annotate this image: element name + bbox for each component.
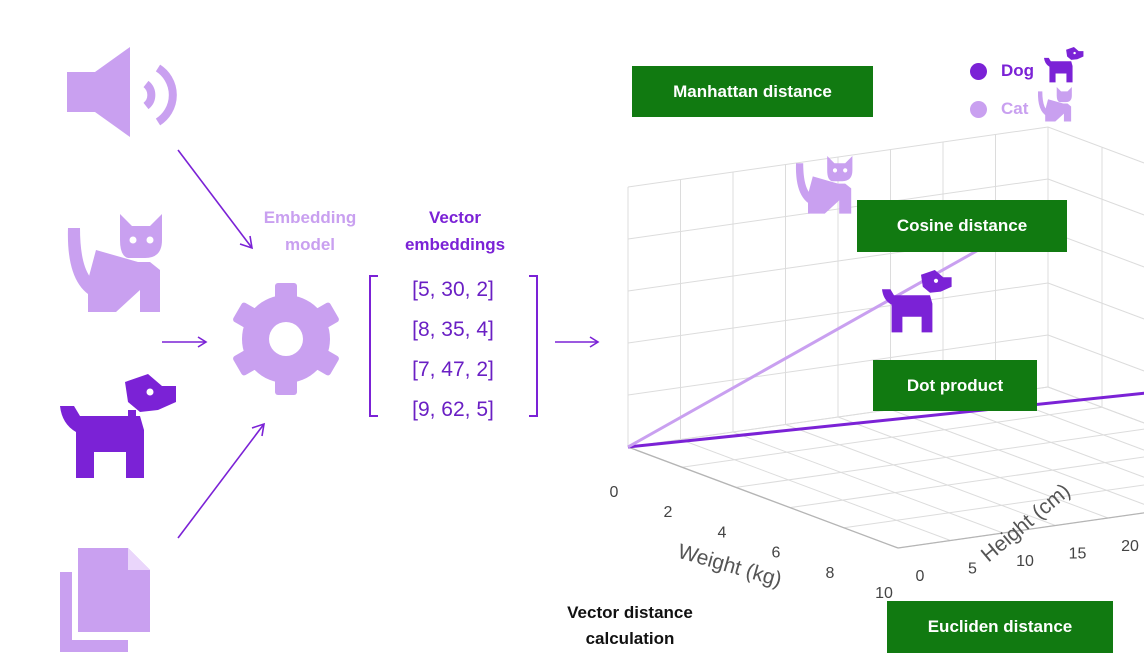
y-tick-label: 15: [1069, 546, 1087, 563]
legend-dog-label: Dog: [1001, 61, 1035, 80]
dog-figure-icon: [882, 270, 952, 333]
grid-line: [1047, 282, 1144, 320]
grid-line: [837, 416, 1109, 519]
cat-icon: [67, 214, 162, 312]
grid-line: [1047, 178, 1144, 216]
vector-distance-calculation-label: Vector distance calculation: [540, 600, 720, 652]
x-axis-line: [627, 446, 899, 549]
calc-label-line2: calculation: [585, 629, 675, 648]
x-tick-label: 8: [826, 565, 835, 582]
dog-small-icon: [1044, 47, 1084, 83]
vector-embeddings-label: Vector embeddings: [385, 204, 525, 258]
grid-line: [789, 456, 1144, 509]
x-axis-label: Weight (kg): [675, 540, 784, 592]
y-axis-line: [897, 512, 1144, 549]
vector-arrow-dog: [627, 391, 1144, 449]
vector-item: [8, 35, 4]: [412, 318, 494, 341]
speaker-icon: [67, 47, 177, 137]
cosine-distance-box: Cosine distance: [857, 200, 1067, 252]
vector-item: [5, 30, 2]: [412, 278, 494, 301]
dog-marker-icon: [970, 62, 987, 80]
pipeline-diagram: [60, 47, 600, 652]
grid-line: [680, 439, 951, 541]
gear-icon: [233, 283, 339, 395]
legend-item-dog: Dog: [970, 47, 1086, 84]
embedding-model-label: Embedding model: [250, 204, 370, 258]
grid-line: [1047, 126, 1144, 164]
y-tick-label: 10: [1016, 553, 1034, 570]
x-tick-label: 10: [875, 585, 893, 602]
dog-icon: [60, 374, 176, 478]
grid-line: [890, 409, 1144, 505]
grid-line: [1047, 230, 1144, 268]
cat-figure-icon: [795, 156, 853, 214]
embedding-model-label-line1: Embedding: [263, 208, 357, 227]
chart-grid: [627, 126, 1144, 549]
vector-brackets: [369, 275, 538, 417]
grid-line: [1047, 334, 1144, 372]
y-tick-label: 20: [1121, 538, 1139, 555]
grid-line: [785, 424, 1056, 526]
vector-item: [9, 62, 5]: [412, 398, 494, 421]
vector-item: [7, 47, 2]: [412, 358, 494, 381]
vector-arrow-cat: [627, 226, 1018, 449]
legend-cat-label: Cat: [1001, 99, 1029, 118]
y-tick-label: 5: [968, 561, 977, 578]
y-tick-label: 0: [916, 568, 925, 585]
x-tick-label: 0: [610, 484, 619, 501]
vector-embeddings-label-line1: Vector: [429, 208, 481, 227]
x-tick-label: 6: [772, 545, 781, 562]
grid-line: [942, 401, 1144, 478]
grid-line: [732, 431, 1004, 534]
x-tick-label: 4: [718, 524, 727, 541]
grid-line: [627, 126, 1049, 188]
cat-small-icon: [1038, 87, 1073, 122]
dot-product-box: Dot product: [873, 360, 1037, 411]
grid-line: [995, 394, 1144, 451]
embedding-model-label-line2: model: [284, 235, 336, 254]
chart-ticks: 02468100510152025303540012345: [610, 484, 1139, 602]
grid-line: [627, 178, 1049, 240]
vector-embeddings-label-line2: embeddings: [404, 235, 506, 254]
x-tick-label: 2: [664, 504, 673, 521]
legend-item-cat: Cat: [970, 87, 1086, 122]
manhattan-distance-box: Manhattan distance: [632, 66, 873, 117]
chart-legend: Dog Cat: [970, 47, 1086, 122]
grid-line: [1047, 386, 1144, 424]
cat-marker-icon: [970, 100, 987, 118]
input-arrows: [162, 149, 600, 539]
calc-label-line1: Vector distance: [567, 603, 693, 622]
euclidean-distance-box: Eucliden distance: [887, 601, 1113, 653]
grid-line: [735, 428, 1144, 488]
grid-line: [627, 282, 1049, 344]
grid-line: [627, 334, 1049, 396]
documents-icon: [60, 548, 150, 652]
